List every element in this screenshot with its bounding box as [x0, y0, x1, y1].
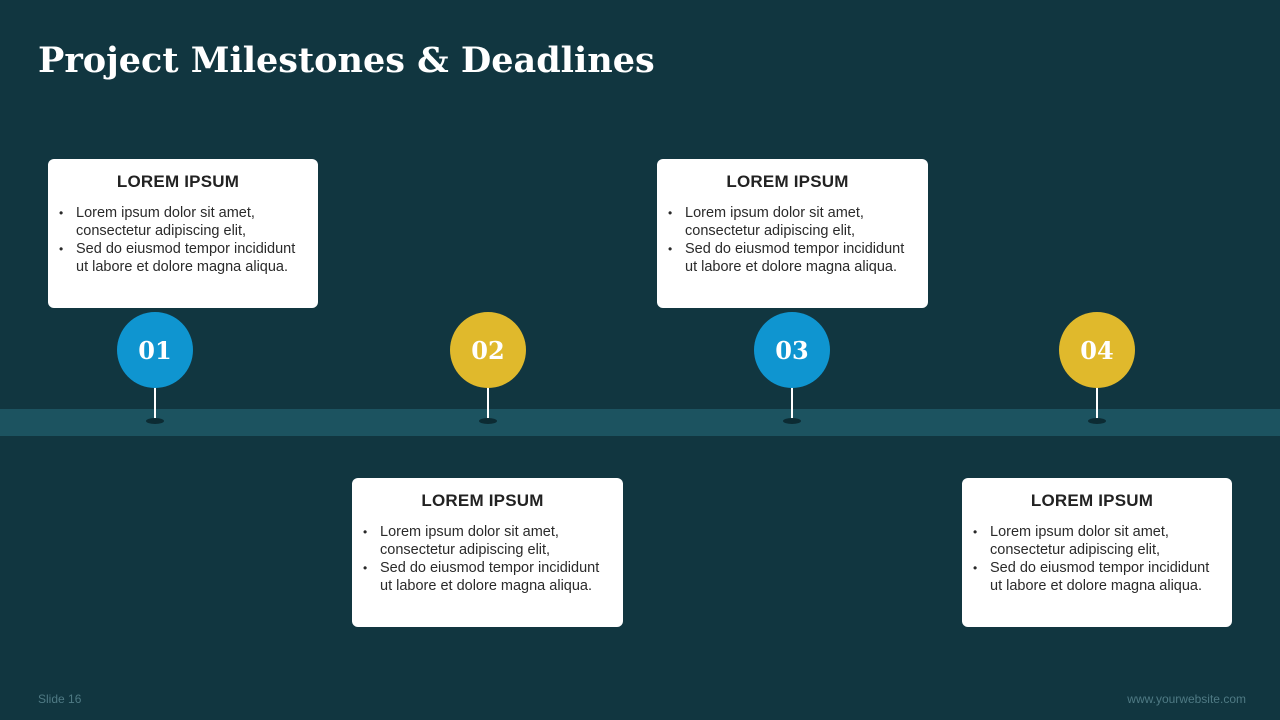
milestone-marker-04: 04 [1059, 312, 1135, 388]
milestone-bullet-list: Lorem ipsum dolor sit amet, consectetur … [362, 523, 603, 595]
milestone-bullet: Sed do eiusmod tempor incididunt ut labo… [973, 559, 1212, 595]
slide-number: Slide 16 [38, 692, 82, 706]
milestone-marker-01: 01 [117, 312, 193, 388]
milestone-number: 04 [1080, 335, 1114, 365]
milestone-pin-base-02 [479, 418, 497, 424]
milestone-bullet: Sed do eiusmod tempor incididunt ut labo… [668, 240, 908, 276]
milestone-marker-02: 02 [450, 312, 526, 388]
milestone-bullet: Lorem ipsum dolor sit amet, consectetur … [973, 523, 1212, 559]
milestone-card-title: LOREM IPSUM [1030, 491, 1154, 510]
milestone-number: 03 [775, 335, 809, 365]
milestone-pin-base-04 [1088, 418, 1106, 424]
milestone-number: 02 [471, 335, 505, 365]
milestone-marker-03: 03 [754, 312, 830, 388]
website-link[interactable]: www.yourwebsite.com [1127, 692, 1246, 706]
milestone-bullet: Lorem ipsum dolor sit amet, consectetur … [668, 204, 908, 240]
milestone-bullet: Sed do eiusmod tempor incididunt ut labo… [363, 559, 603, 595]
milestone-pin-line-01 [154, 387, 156, 421]
milestone-card-04: LOREM IPSUM Lorem ipsum dolor sit amet, … [962, 478, 1232, 627]
milestone-card-02: LOREM IPSUM Lorem ipsum dolor sit amet, … [352, 478, 623, 627]
milestone-bullet-list: Lorem ipsum dolor sit amet, consectetur … [58, 204, 298, 276]
milestone-card-title: LOREM IPSUM [726, 172, 849, 191]
milestone-card-title: LOREM IPSUM [116, 172, 240, 191]
milestone-bullet: Lorem ipsum dolor sit amet, consectetur … [363, 523, 603, 559]
milestone-pin-line-04 [1096, 387, 1098, 421]
milestone-pin-line-03 [791, 387, 793, 421]
milestone-bullet: Lorem ipsum dolor sit amet, consectetur … [59, 204, 298, 240]
milestone-pin-base-01 [146, 418, 164, 424]
milestone-pin-line-02 [487, 387, 489, 421]
milestone-bullet-list: Lorem ipsum dolor sit amet, consectetur … [667, 204, 908, 276]
milestone-bullet-list: Lorem ipsum dolor sit amet, consectetur … [972, 523, 1212, 595]
milestone-card-01: LOREM IPSUM Lorem ipsum dolor sit amet, … [48, 159, 318, 308]
milestone-card-title: LOREM IPSUM [421, 491, 544, 510]
milestone-number: 01 [138, 335, 172, 365]
milestone-bullet: Sed do eiusmod tempor incididunt ut labo… [59, 240, 298, 276]
slide-title: Project Milestones & Deadlines [38, 40, 655, 81]
milestone-card-03: LOREM IPSUM Lorem ipsum dolor sit amet, … [657, 159, 928, 308]
milestone-pin-base-03 [783, 418, 801, 424]
timeline-band [0, 409, 1280, 436]
